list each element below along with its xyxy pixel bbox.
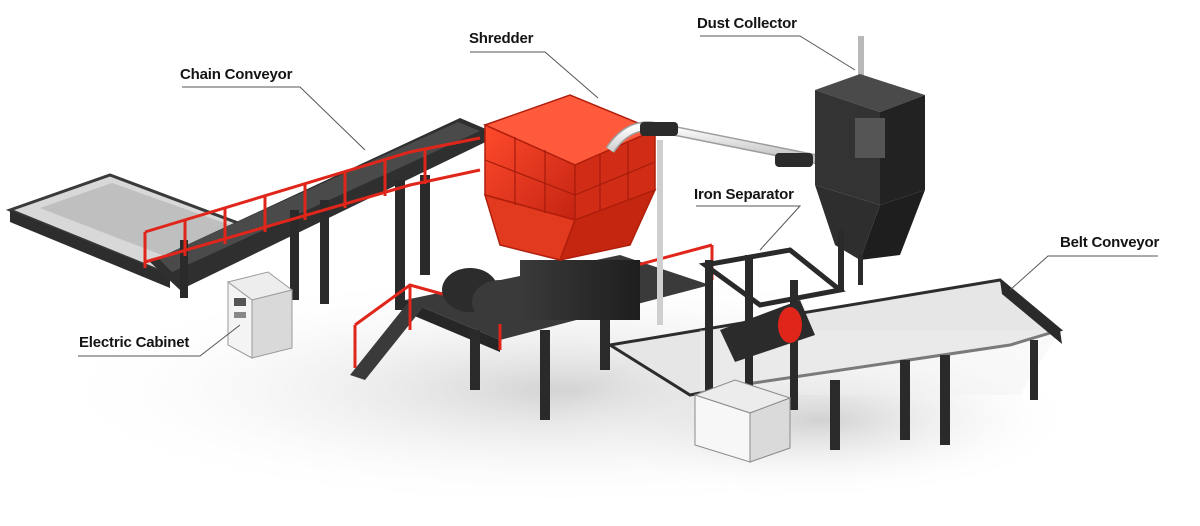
leader-shredder bbox=[470, 51, 599, 99]
shredder bbox=[442, 94, 657, 324]
leader-chain-conveyor bbox=[182, 86, 366, 151]
leader-iron-separator bbox=[696, 205, 802, 251]
dust-collector bbox=[815, 36, 925, 290]
leader-dust-collector bbox=[700, 35, 856, 71]
chain-conveyor bbox=[5, 118, 500, 310]
leader-lines bbox=[78, 35, 1158, 357]
iron-separator bbox=[693, 247, 846, 463]
label-electric-cabinet: Electric Cabinet bbox=[79, 334, 190, 351]
label-chain-conveyor: Chain Conveyor bbox=[180, 66, 293, 83]
label-shredder: Shredder bbox=[469, 30, 534, 47]
label-dust-collector: Dust Collector bbox=[697, 15, 797, 32]
electric-cabinet bbox=[226, 271, 294, 359]
leader-belt-conveyor bbox=[1009, 255, 1158, 291]
leader-electric-cabinet bbox=[78, 324, 241, 357]
label-belt-conveyor: Belt Conveyor bbox=[1060, 234, 1160, 251]
label-iron-separator: Iron Separator bbox=[694, 186, 794, 203]
